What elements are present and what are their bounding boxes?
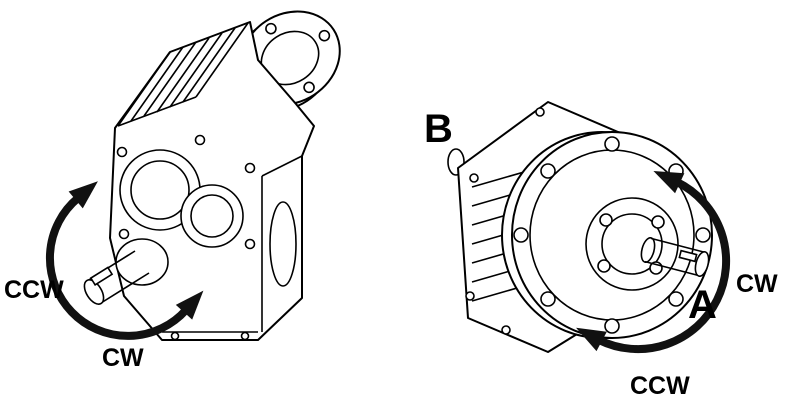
side-cover-plate (269, 201, 297, 287)
shaft-keyway (89, 266, 114, 286)
shaft-keyway (678, 249, 698, 263)
bolt-hole (540, 163, 556, 179)
bolt-hole (604, 136, 620, 152)
output-hub (585, 197, 710, 291)
label-ccw-left: CCW (4, 276, 64, 304)
label-cw-left: CW (102, 344, 144, 372)
bearing-covers (116, 134, 256, 250)
shaft-end (694, 251, 710, 277)
hub-bolt (599, 213, 613, 227)
fin-line (143, 41, 197, 117)
label-side-b: B (424, 107, 453, 151)
rotation-arc (597, 178, 731, 354)
left-gear-unit: CCW CW (4, 10, 341, 372)
fin-line (117, 51, 171, 127)
body-bolt (465, 291, 475, 301)
body-bolt (469, 173, 479, 183)
foot-bolt (170, 331, 180, 341)
output-shaft (83, 238, 169, 305)
bearing-cover-large-inner (130, 160, 190, 220)
shaft-edge (650, 237, 706, 254)
bearing-cover-small (180, 184, 244, 248)
body-bolt (535, 107, 545, 117)
label-ccw-right: CCW (630, 372, 690, 400)
bolt-hole (116, 146, 128, 158)
fin-edge (117, 96, 197, 127)
bolt-hole (668, 291, 684, 307)
bolt-hole (604, 318, 620, 334)
shaft-edge (100, 272, 150, 304)
bolt-hole (540, 291, 556, 307)
arrowhead-cw (175, 290, 204, 320)
body-bolt (501, 325, 511, 335)
housing-edge (261, 155, 303, 177)
foot-bolt (240, 331, 250, 341)
fin-line (156, 37, 210, 113)
left-rotation-arrow (45, 181, 204, 340)
hub-inner (601, 213, 663, 275)
label-side-a: A (688, 283, 717, 327)
bolt-hole (695, 227, 711, 243)
bolt-hole (118, 228, 130, 240)
shaft-end (83, 279, 105, 305)
hub-bolt (597, 259, 611, 273)
fin-line (169, 32, 223, 108)
bolt-hole (303, 81, 315, 94)
rotation-arc (45, 194, 189, 340)
output-shaft (640, 237, 710, 277)
bolt-hole (244, 238, 256, 250)
bolt-hole (513, 227, 529, 243)
fin-line (182, 27, 236, 103)
arrowhead-ccw (68, 181, 98, 209)
shaft-edge (644, 260, 700, 277)
hub-bolt (651, 215, 665, 229)
fin-line (130, 46, 184, 122)
right-gear-unit: B CW A CCW (424, 101, 778, 400)
housing-side-details (162, 155, 303, 341)
bolt-hole (318, 29, 331, 42)
label-cw-right: CW (736, 270, 778, 298)
hub-outer (585, 197, 679, 291)
right-rotation-arrow (576, 171, 731, 354)
bolt-hole (194, 134, 206, 146)
cooling-fins (117, 22, 249, 127)
arrowhead-cw (653, 171, 685, 194)
bolt-hole (244, 162, 256, 174)
bolt-hole (265, 22, 277, 35)
bearing-cover-small-inner (190, 194, 234, 238)
arrowhead-ccw (576, 327, 607, 352)
fin-line (195, 22, 249, 98)
